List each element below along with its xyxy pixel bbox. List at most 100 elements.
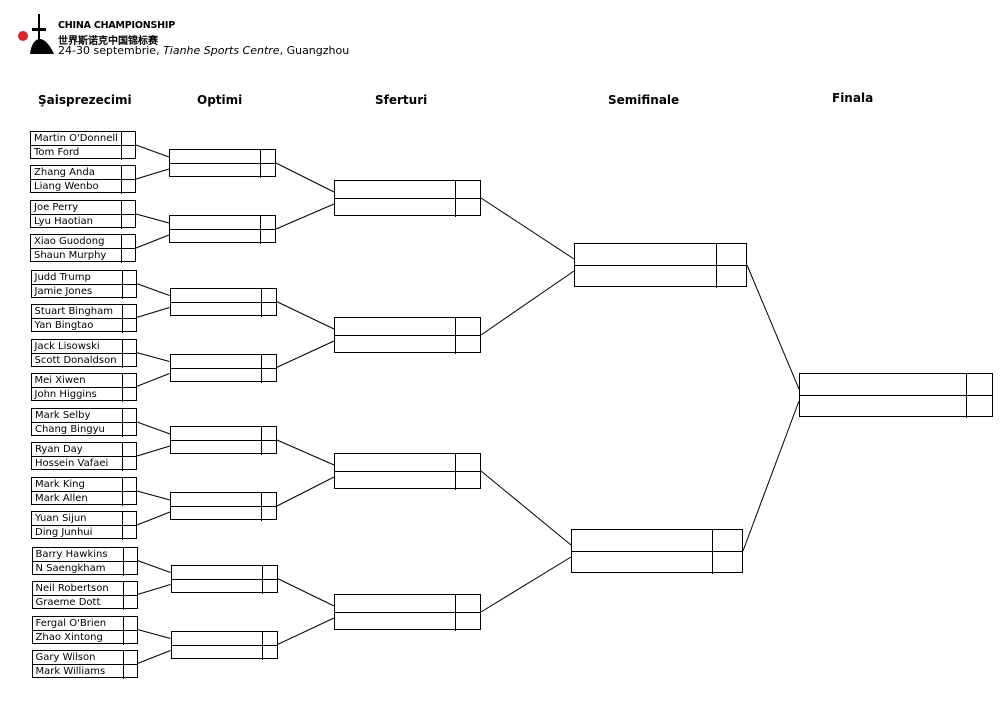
venue-text: Tianhe Sports Centre bbox=[163, 44, 280, 57]
match-qf bbox=[334, 317, 481, 354]
player-slot bbox=[572, 552, 714, 574]
score-cell bbox=[261, 579, 277, 594]
score-cell bbox=[122, 630, 137, 645]
player-slot: Mark King bbox=[32, 478, 124, 492]
player-slot: Chang Bingyu bbox=[32, 423, 124, 437]
score-cell bbox=[122, 478, 136, 492]
score-cell bbox=[260, 368, 276, 383]
player-slot bbox=[172, 580, 264, 594]
connector-line bbox=[276, 476, 335, 507]
player-slot: Stuart Bingham bbox=[31, 305, 124, 319]
score-cell bbox=[260, 230, 275, 244]
city-text: , Guangzhou bbox=[279, 44, 350, 57]
player-slot: Zhang Anda bbox=[31, 166, 123, 180]
tournament-title: CHINA CHAMPIONSHIP bbox=[58, 20, 176, 31]
player-slot bbox=[335, 613, 457, 631]
connector-line bbox=[136, 511, 171, 526]
player-slot: Mark Allen bbox=[32, 492, 124, 506]
score-cell bbox=[121, 284, 136, 299]
connector-line bbox=[480, 197, 575, 260]
player-name: John Higgins bbox=[34, 388, 97, 400]
score-cell bbox=[261, 565, 277, 580]
player-slot bbox=[170, 230, 262, 244]
player-name: Zhang Anda bbox=[34, 167, 95, 178]
player-slot bbox=[335, 454, 457, 472]
player-slot bbox=[171, 303, 263, 317]
player-slot bbox=[171, 369, 263, 383]
score-cell bbox=[260, 288, 276, 303]
match-sf bbox=[571, 529, 743, 574]
player-name: Yan Bingtao bbox=[34, 319, 94, 331]
player-slot: Mei Xiwen bbox=[31, 374, 124, 388]
player-slot bbox=[800, 396, 968, 418]
player-slot bbox=[171, 507, 263, 521]
match-r8 bbox=[169, 149, 276, 178]
score-cell bbox=[122, 423, 136, 437]
connector-line bbox=[742, 400, 800, 552]
player-slot bbox=[800, 374, 968, 396]
connector-line bbox=[136, 307, 170, 318]
match-r8 bbox=[169, 287, 277, 317]
player-slot bbox=[572, 530, 714, 552]
score-cell bbox=[121, 132, 135, 146]
score-cell bbox=[121, 215, 135, 229]
player-name: Mark Williams bbox=[35, 665, 106, 677]
player-slot bbox=[335, 318, 457, 336]
connector-line bbox=[136, 283, 170, 296]
connector-line bbox=[136, 490, 171, 501]
score-cell bbox=[455, 318, 480, 336]
connector-line bbox=[137, 650, 171, 664]
score-cell bbox=[261, 427, 276, 441]
score-cell bbox=[966, 374, 992, 396]
score-cell bbox=[121, 235, 135, 249]
player-slot bbox=[335, 595, 457, 613]
score-cell bbox=[121, 318, 136, 333]
score-cell bbox=[121, 270, 136, 285]
player-name: Graeme Dott bbox=[35, 596, 101, 608]
connector-line bbox=[276, 301, 335, 330]
player-slot: Jack Lisowski bbox=[31, 340, 124, 354]
score-cell bbox=[121, 249, 135, 263]
score-cell bbox=[455, 613, 480, 631]
round-label-final: Finala bbox=[832, 91, 874, 105]
player-slot: Xiao Guodong bbox=[31, 235, 123, 249]
score-cell bbox=[712, 552, 742, 574]
score-cell bbox=[455, 181, 480, 199]
score-cell bbox=[260, 216, 275, 230]
player-slot: Ryan Day bbox=[32, 443, 124, 457]
score-cell bbox=[455, 199, 480, 217]
connector-line bbox=[137, 629, 171, 639]
player-slot: Judd Trump bbox=[31, 271, 124, 285]
connector-line bbox=[135, 213, 170, 224]
player-slot bbox=[170, 164, 262, 178]
match-r8 bbox=[170, 492, 277, 521]
player-name: Barry Hawkins bbox=[35, 548, 108, 560]
player-name: Stuart Bingham bbox=[34, 305, 113, 317]
player-name: Neil Robertson bbox=[35, 582, 109, 594]
score-cell bbox=[121, 387, 136, 402]
match-qf bbox=[334, 594, 481, 631]
player-slot: Yuan Sijun bbox=[32, 512, 124, 526]
score-cell bbox=[122, 547, 137, 562]
score-cell bbox=[966, 396, 992, 418]
player-slot bbox=[170, 150, 262, 164]
connector-line bbox=[135, 168, 170, 180]
connector-line bbox=[275, 203, 335, 230]
score-cell bbox=[455, 454, 480, 472]
connector-line bbox=[277, 617, 335, 645]
player-slot: Scott Donaldson bbox=[32, 354, 124, 368]
connector-line bbox=[136, 352, 170, 362]
player-slot: N Saengkham bbox=[33, 562, 125, 576]
player-name: Jack Lisowski bbox=[34, 340, 100, 352]
player-slot bbox=[171, 632, 264, 646]
round-label-r16: Şaisprezecimi bbox=[38, 93, 132, 107]
connector-line bbox=[276, 439, 335, 466]
player-name: Mark Selby bbox=[35, 410, 91, 421]
connector-line bbox=[136, 421, 171, 435]
